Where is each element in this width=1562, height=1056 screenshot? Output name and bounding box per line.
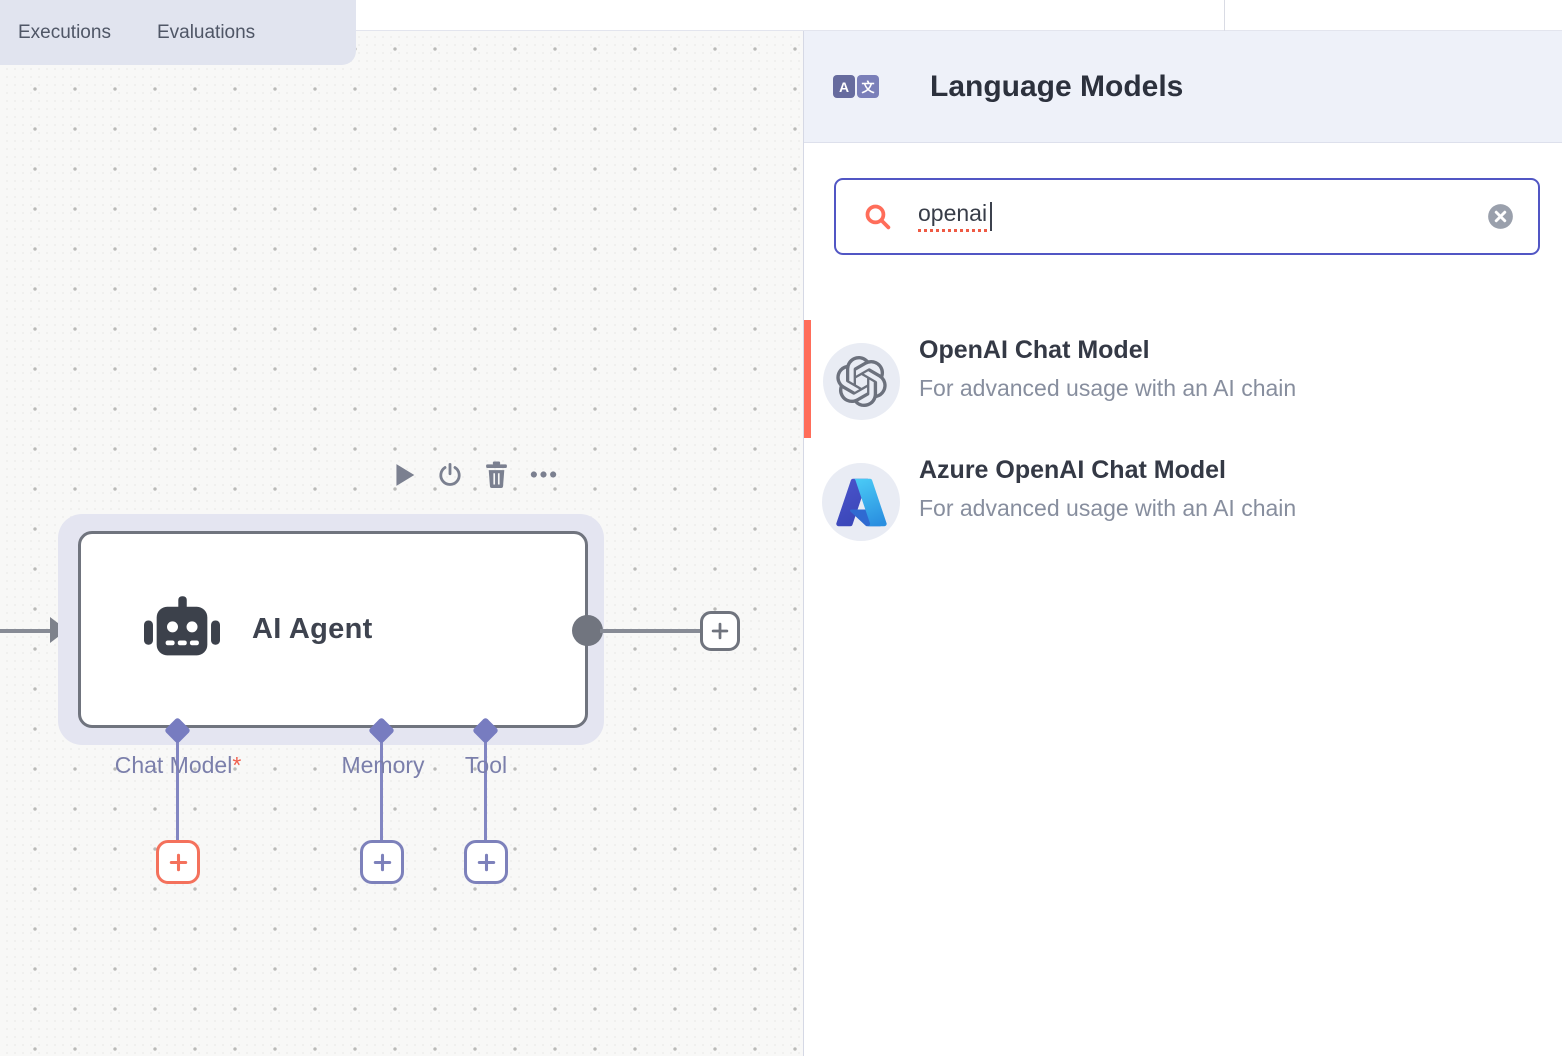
more-icon[interactable]	[530, 470, 557, 479]
openai-logo-icon	[836, 356, 887, 407]
result-title: Azure OpenAI Chat Model	[919, 456, 1226, 484]
memory-connector-line	[380, 738, 383, 842]
input-edge	[0, 629, 52, 633]
port-label-text: Chat Model	[114, 752, 233, 778]
port-label-text: Memory	[341, 752, 425, 778]
robot-icon	[144, 596, 220, 669]
language-icon-letter-a: A	[833, 75, 855, 98]
result-title: OpenAI Chat Model	[919, 336, 1150, 364]
panel-header: A 文 Language Models	[804, 31, 1562, 143]
tab-evaluations[interactable]: Evaluations	[156, 21, 256, 43]
port-label-tool: Tool	[465, 752, 507, 779]
language-models-icon: A 文	[833, 75, 879, 98]
node-toolbar	[393, 461, 557, 488]
result-azure-openai-chat-model[interactable]: Azure OpenAI Chat Model For advanced usa…	[804, 440, 1562, 560]
tool-connector-line	[484, 738, 487, 842]
add-chat-model-button[interactable]	[156, 840, 200, 884]
language-icon-glyph: 文	[857, 75, 879, 98]
node-picker-panel: A 文 Language Models openai	[803, 31, 1562, 1056]
result-subtitle: For advanced usage with an AI chain	[919, 375, 1297, 401]
trash-icon[interactable]	[484, 461, 509, 488]
search-input[interactable]: openai	[834, 178, 1540, 255]
avatar	[822, 463, 900, 541]
port-label-memory: Memory	[341, 752, 424, 779]
add-tool-button[interactable]	[464, 840, 508, 884]
tab-executions[interactable]: Executions	[18, 21, 111, 43]
active-indicator-bar	[804, 320, 811, 438]
required-marker: *	[232, 752, 242, 778]
port-label-text: Tool	[464, 752, 508, 778]
top-bar-divider	[1224, 0, 1225, 31]
plus-icon	[711, 622, 729, 640]
canvas-tabs: Executions Evaluations	[0, 0, 356, 65]
port-label-chat-model: Chat Model*	[115, 752, 242, 779]
plus-icon	[169, 853, 187, 871]
panel-title: Language Models	[930, 69, 1184, 103]
node-title: AI Agent	[252, 613, 373, 645]
plus-icon	[477, 853, 495, 871]
clear-search-icon[interactable]	[1487, 203, 1514, 230]
avatar	[823, 343, 900, 420]
azure-logo-icon	[834, 475, 889, 530]
add-memory-button[interactable]	[360, 840, 404, 884]
power-icon[interactable]	[437, 462, 463, 488]
result-openai-chat-model[interactable]: OpenAI Chat Model For advanced usage wit…	[804, 320, 1562, 440]
search-value: openai	[918, 200, 988, 233]
plus-icon	[373, 853, 391, 871]
add-next-node-button[interactable]	[700, 611, 740, 651]
text-caret	[990, 202, 993, 231]
search-icon	[863, 202, 892, 231]
chat-model-connector-line	[176, 738, 179, 842]
output-edge	[600, 629, 702, 633]
play-icon[interactable]	[393, 462, 416, 488]
result-subtitle: For advanced usage with an AI chain	[919, 495, 1297, 521]
node-output-port[interactable]	[572, 615, 603, 646]
